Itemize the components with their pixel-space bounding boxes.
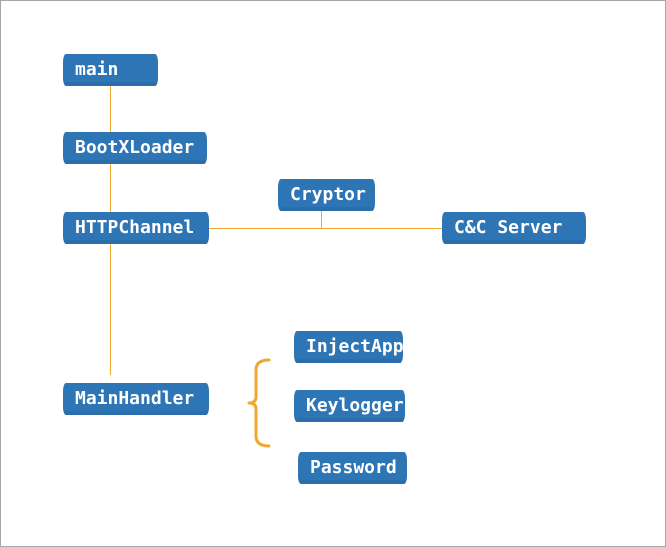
node-cc-server: C&C Server <box>442 212 586 244</box>
node-bootxloader: BootXLoader <box>63 132 207 164</box>
node-password: Password <box>298 452 407 484</box>
node-httpchannel: HTTPChannel <box>63 212 209 244</box>
connector-cryptor <box>321 211 322 228</box>
connector-httpchannel-cc-server <box>209 228 442 229</box>
node-injectapp: InjectApp <box>294 331 404 363</box>
connector-main-bootxloader <box>110 86 111 132</box>
node-main: main <box>63 54 158 86</box>
node-keylogger: Keylogger <box>294 390 405 422</box>
node-mainhandler: MainHandler <box>63 383 209 415</box>
connector-httpchannel-mainhandler <box>110 244 111 375</box>
node-cryptor: Cryptor <box>278 179 375 211</box>
connector-bootxloader-httpchannel <box>110 164 111 212</box>
brace-connector <box>247 358 271 448</box>
